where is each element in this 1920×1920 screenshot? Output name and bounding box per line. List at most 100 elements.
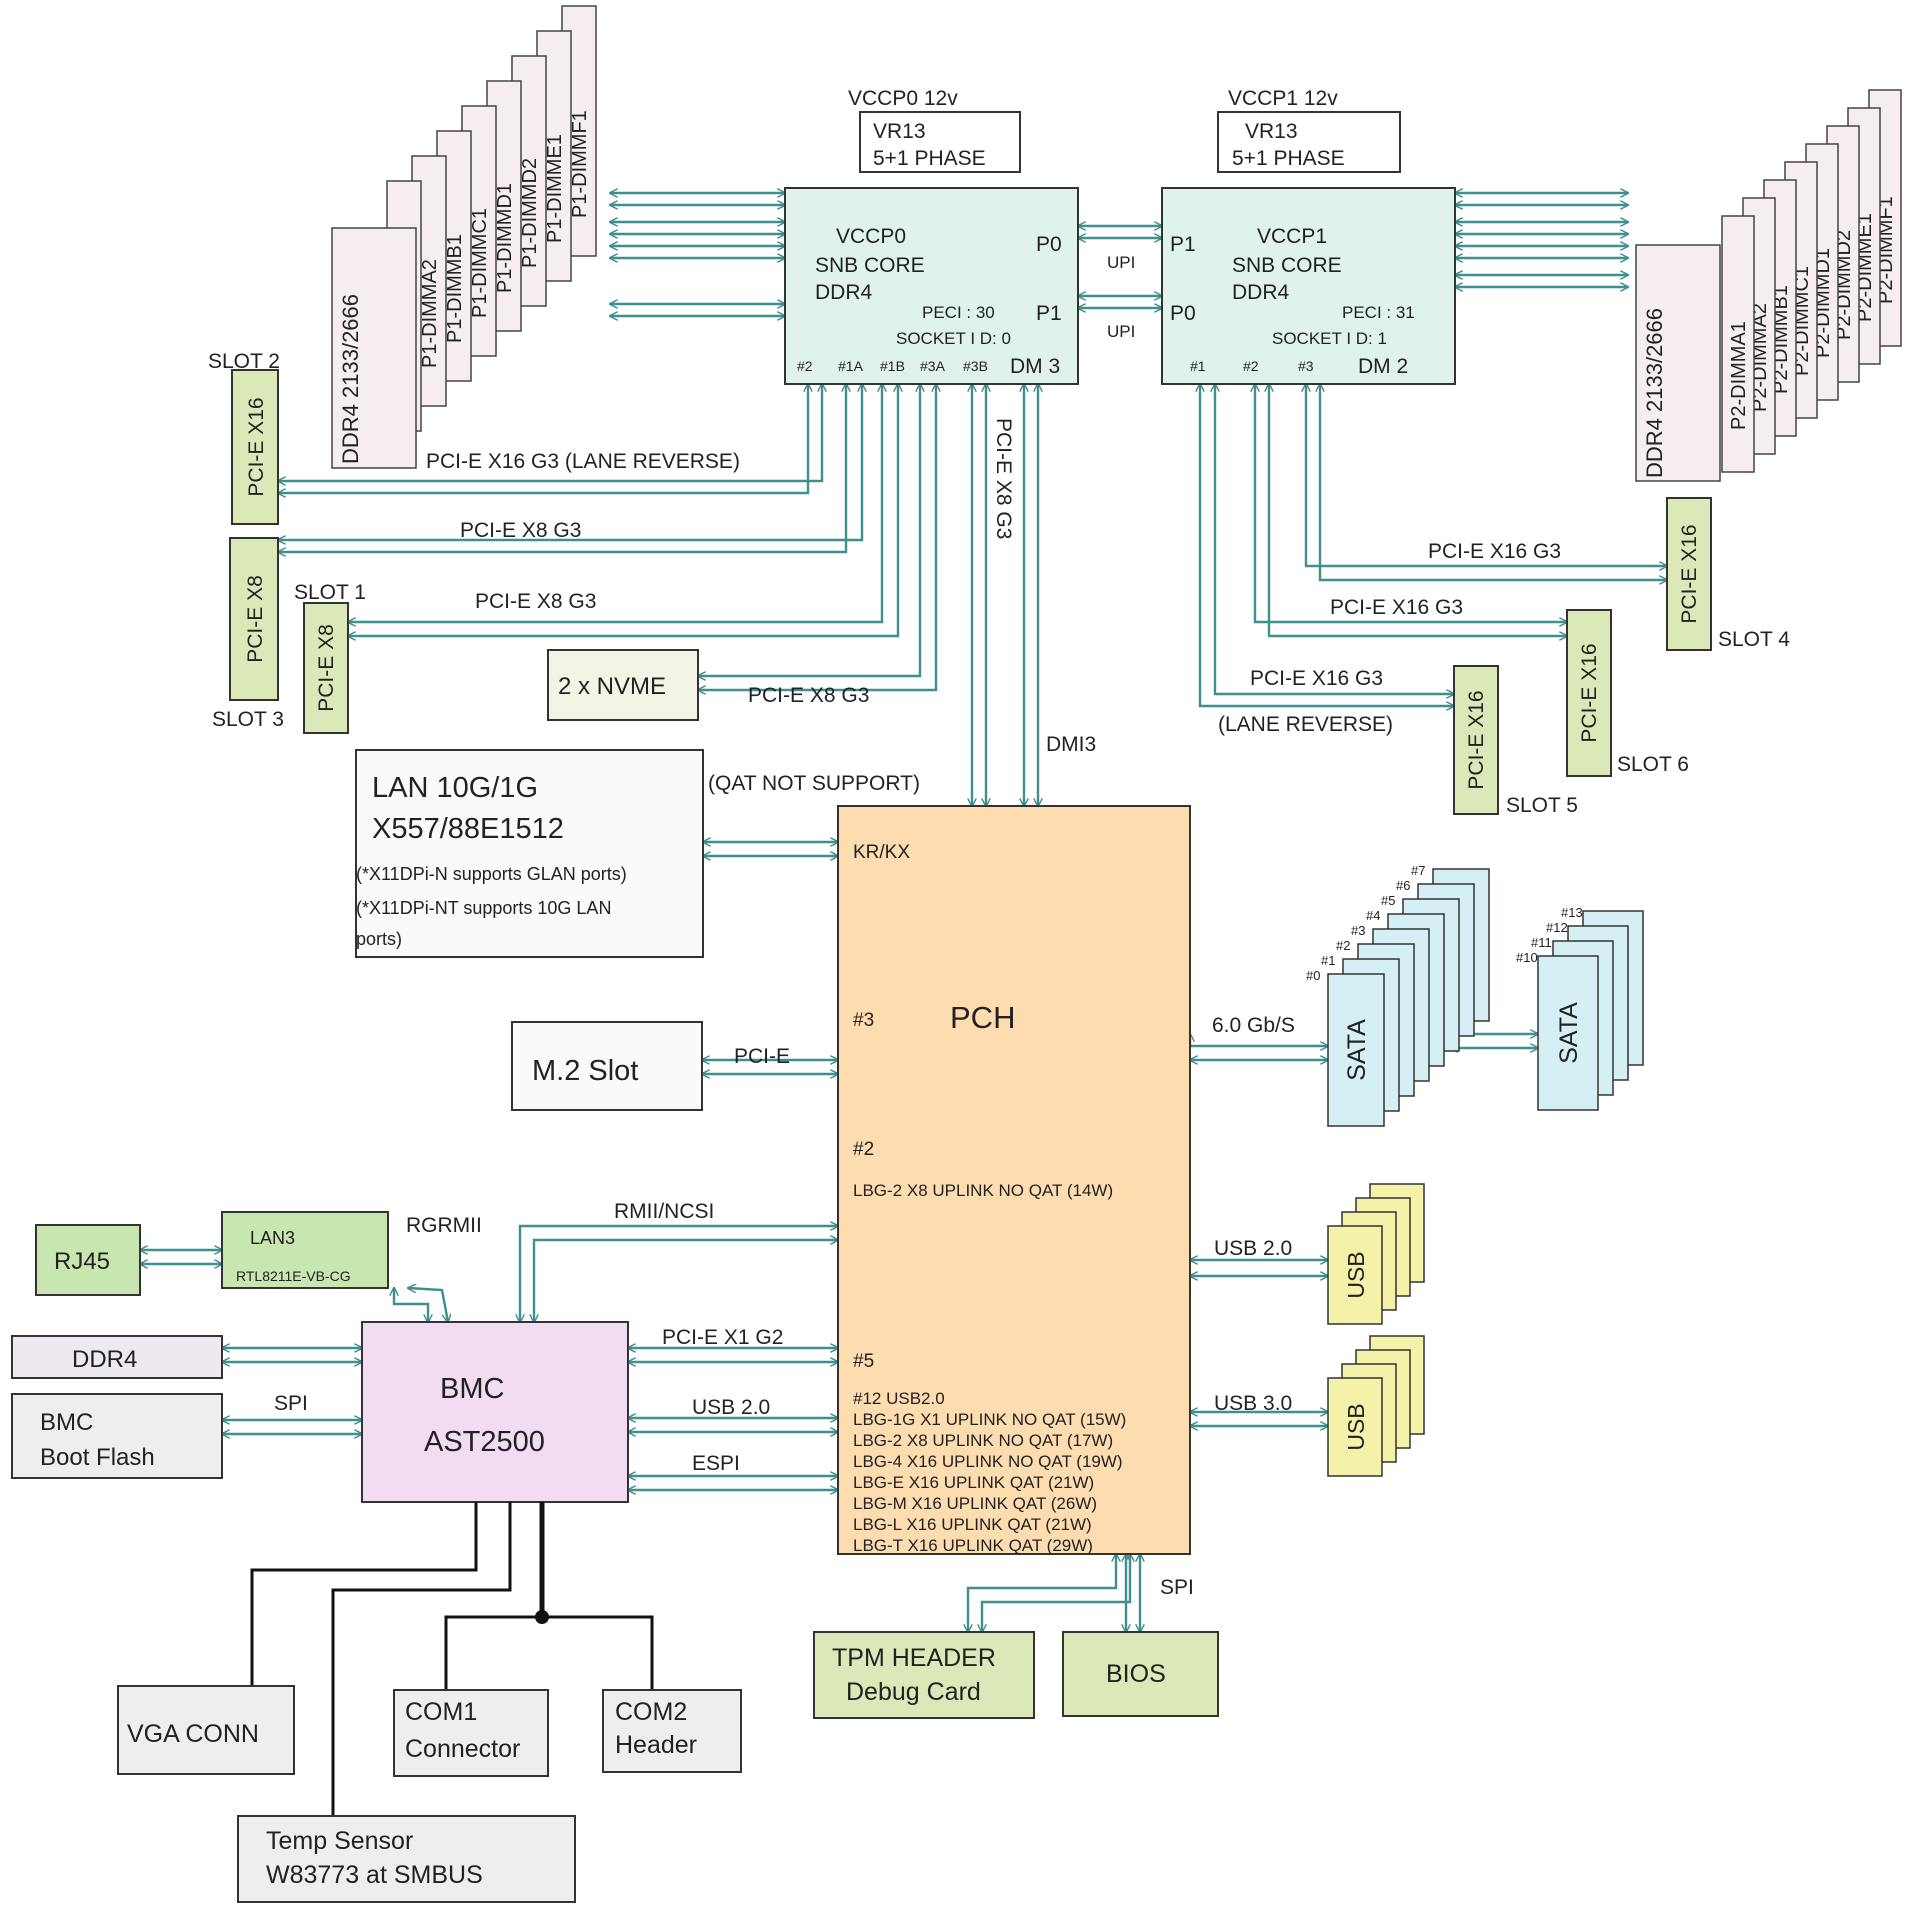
bmc-pcie-label: PCI-E X1 G2 bbox=[662, 1326, 783, 1349]
sata-port-number: #10 bbox=[1516, 950, 1538, 965]
sata-port-number: #13 bbox=[1561, 905, 1583, 920]
dimm-label: P1-DIMMF1 bbox=[569, 110, 591, 218]
dimm-card: P2-DIMMA1 bbox=[1721, 215, 1755, 473]
slot5-connector bbox=[1453, 665, 1499, 815]
bus-rgrmii bbox=[408, 1288, 448, 1322]
slot6-connector bbox=[1566, 609, 1612, 777]
bus-rmii bbox=[520, 1226, 838, 1322]
temp-sensor-line2: W83773 at SMBUS bbox=[266, 1861, 483, 1889]
lan3-box bbox=[221, 1211, 389, 1289]
cpu1-mem: DDR4 bbox=[1232, 281, 1289, 304]
p2-dimm-stack: P2-DIMMF1P2-DIMME1P2-DIMMD2P2-DIMMD1P2-D… bbox=[1635, 89, 1902, 482]
slot6-name: SLOT 6 bbox=[1617, 753, 1689, 776]
dimm-label: P2-DIMMA1 bbox=[1728, 321, 1750, 430]
sata-port-number: #0 bbox=[1306, 968, 1320, 983]
rj45-label: RJ45 bbox=[54, 1248, 110, 1275]
pch-sku-0: #12 USB2.0 bbox=[853, 1389, 945, 1408]
pch-block: PCH KR/KX #3 #2 LBG-2 X8 UPLINK NO QAT (… bbox=[837, 805, 1191, 1555]
cpu0-peci: PECI : 30 bbox=[922, 303, 995, 322]
lan3-name: LAN3 bbox=[250, 1228, 295, 1248]
temp-sensor-line1: Temp Sensor bbox=[266, 1827, 413, 1855]
cpu1-port-p1: P1 bbox=[1170, 233, 1196, 256]
sata-label: SATA bbox=[1343, 1019, 1371, 1081]
bmc-flash-line2: Boot Flash bbox=[40, 1444, 155, 1471]
cpu1-port-1: #1 bbox=[1190, 358, 1206, 374]
slot1-connector bbox=[303, 602, 349, 734]
com1-line1: COM1 bbox=[405, 1698, 477, 1726]
slot4-name: SLOT 4 bbox=[1718, 628, 1790, 651]
com2-line2: Header bbox=[615, 1731, 697, 1759]
rgrmii-label: RGRMII bbox=[406, 1214, 482, 1237]
p1-dimm-stack: P1-DIMMF1P1-DIMME1P1-DIMMD2P1-DIMMD1P1-D… bbox=[331, 5, 597, 469]
pch-lbg2: LBG-2 X8 UPLINK NO QAT (14W) bbox=[853, 1181, 1113, 1200]
nvme-label: 2 x NVME bbox=[558, 673, 666, 700]
cpu0-mem: DDR4 bbox=[815, 281, 872, 304]
cpu1-dmi: DM 2 bbox=[1358, 355, 1408, 378]
sata-speed: 6.0 Gb/S bbox=[1212, 1014, 1295, 1037]
dimm-label: P1-DIMMC1 bbox=[469, 208, 491, 318]
temp-sensor-box bbox=[237, 1815, 576, 1903]
slot3-connector bbox=[229, 537, 279, 701]
slot2-name: SLOT 2 bbox=[208, 350, 280, 373]
cpu1-peci: PECI : 31 bbox=[1342, 303, 1415, 322]
wire-junction bbox=[535, 1610, 549, 1624]
vr1-line1: VR13 bbox=[1245, 120, 1298, 143]
bmc-flash-line1: BMC bbox=[40, 1409, 93, 1436]
slot4: PCI-E X16 SLOT 4 bbox=[1666, 497, 1790, 651]
bus-slot6-label: PCI-E X16 G3 bbox=[1330, 596, 1463, 619]
dimm-label: P1-DIMMA2 bbox=[419, 259, 441, 368]
com2-line1: COM2 bbox=[615, 1698, 687, 1726]
sata-card: #0 bbox=[1306, 968, 1385, 1127]
slot6: PCI-E X16 SLOT 6 bbox=[1566, 609, 1689, 777]
sata-label: SATA bbox=[1555, 1002, 1583, 1064]
pch-krkx: KR/KX bbox=[853, 842, 910, 863]
slot2: SLOT 2 PCI-E X16 bbox=[208, 350, 280, 525]
bus-to-slot5 bbox=[1215, 384, 1454, 694]
sata-port-number: #5 bbox=[1381, 893, 1395, 908]
cpu1-block: VCCP1 SNB CORE DDR4 P1 P0 PECI : 31 SOCK… bbox=[1161, 187, 1456, 385]
slot5-name: SLOT 5 bbox=[1506, 794, 1578, 817]
vr1-box bbox=[1217, 111, 1401, 173]
cpu0-port-p0: P0 bbox=[1036, 233, 1062, 256]
wire-vga bbox=[250, 1502, 478, 1686]
com1-line2: Connector bbox=[405, 1735, 520, 1763]
bus-nvme-label: PCI-E X8 G3 bbox=[748, 684, 869, 707]
bus-rgrmii bbox=[394, 1288, 428, 1322]
com2-box bbox=[602, 1689, 742, 1773]
rj45-box bbox=[35, 1224, 141, 1296]
bus-to-slot4 bbox=[1320, 384, 1667, 580]
usb-label: USB bbox=[1343, 1403, 1369, 1450]
cpu0-port-1a: #1A bbox=[838, 358, 864, 374]
bus-slot5-sub: (LANE REVERSE) bbox=[1218, 713, 1393, 736]
m2-bus-label: PCI-E bbox=[734, 1045, 790, 1068]
bus-to-slot6 bbox=[1269, 384, 1567, 636]
vr1-block: VCCP1 12v VR13 5+1 PHASE bbox=[1217, 87, 1401, 173]
vr0-box bbox=[859, 111, 1021, 173]
lan-chip: X557/88E1512 bbox=[372, 813, 564, 845]
bmc-sideband-wires bbox=[250, 1502, 654, 1818]
bmc-flash-box bbox=[11, 1393, 223, 1479]
slot3-name: SLOT 3 bbox=[212, 708, 284, 731]
pch-box bbox=[837, 805, 1191, 1555]
sata-port-number: #1 bbox=[1321, 953, 1335, 968]
vr0-block: VCCP0 12v VR13 5+1 PHASE bbox=[848, 87, 1021, 173]
lan-note3: ports) bbox=[356, 929, 402, 949]
cpu0-name: VCCP0 bbox=[836, 225, 906, 248]
dimm-mem-type-card: DDR4 2133/2666 bbox=[331, 227, 417, 469]
vr0-line2: 5+1 PHASE bbox=[873, 147, 986, 170]
lan-note1: (*X11DPi-N supports GLAN ports) bbox=[356, 864, 627, 884]
lan-block: LAN 10G/1G X557/88E1512 (*X11DPi-N suppo… bbox=[355, 749, 920, 958]
cpu1-port-p0: P0 bbox=[1170, 302, 1196, 325]
slot1-name: SLOT 1 bbox=[294, 581, 366, 604]
dimm-label: P1-DIMMB1 bbox=[444, 234, 466, 343]
pch-sku-1: LBG-1G X1 UPLINK NO QAT (15W) bbox=[853, 1410, 1126, 1429]
usb-card bbox=[1327, 1377, 1383, 1477]
vga-box bbox=[117, 1685, 295, 1775]
cpu0-core: SNB CORE bbox=[815, 254, 925, 277]
pch-port-5: #5 bbox=[853, 1351, 874, 1372]
cpu0-port-3a: #3A bbox=[920, 358, 946, 374]
usb3-bus-label: USB 3.0 bbox=[1214, 1392, 1292, 1415]
bus-lines bbox=[140, 193, 1667, 1632]
pch-sku-4: LBG-E X16 UPLINK QAT (21W) bbox=[853, 1473, 1094, 1492]
